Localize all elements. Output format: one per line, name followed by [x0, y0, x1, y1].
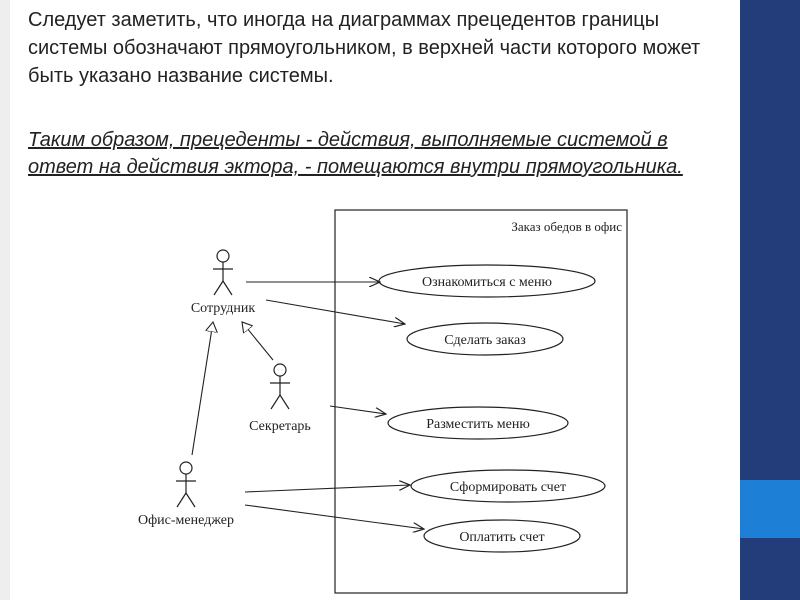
- actor-office-manager-icon: [176, 461, 196, 508]
- italic-paragraph: Таким образом, прецеденты - действия, вы…: [28, 129, 683, 178]
- use-case-post-menu-label: Разместить меню: [426, 417, 530, 432]
- actor-secretary-label: Секретарь: [249, 419, 311, 434]
- actor-secretary-icon: [270, 363, 290, 410]
- association-employee-place-order: [265, 299, 405, 324]
- association-manager-create-bill: [244, 485, 410, 493]
- actor-employee-icon: [213, 249, 233, 296]
- association-manager-pay-bill: [244, 504, 424, 529]
- use-case-diagram: Заказ обедов в офис Сотрудник Секретарь: [138, 209, 628, 594]
- use-case-pay-bill: Оплатить счет: [423, 519, 581, 553]
- actor-employee-label: Сотрудник: [191, 301, 255, 316]
- use-case-create-bill-label: Сформировать счет: [450, 480, 566, 495]
- diagram-image: Заказ обедов в офис Сотрудник Секретарь: [106, 201, 636, 600]
- actor-office-manager-label: Офис-менеджер: [138, 513, 234, 528]
- use-case-create-bill: Сформировать счет: [410, 469, 606, 503]
- generalization-secretary-employee: [242, 322, 274, 361]
- left-margin-strip: [0, 0, 10, 600]
- body-paragraph: Следует заметить, что иногда на диаграмм…: [28, 9, 701, 87]
- use-case-place-order-label: Сделать заказ: [444, 333, 526, 348]
- generalization-manager-employee: [191, 322, 213, 456]
- use-case-view-menu: Ознакомиться с меню: [378, 264, 596, 298]
- use-case-place-order: Сделать заказ: [406, 322, 564, 356]
- sidebar-accent: [740, 480, 800, 538]
- association-secretary-post-menu: [329, 405, 386, 414]
- system-name: Заказ обедов в офис: [511, 219, 622, 234]
- use-case-pay-bill-label: Оплатить счет: [459, 530, 544, 545]
- system-boundary: [334, 209, 628, 594]
- use-case-post-menu: Разместить меню: [387, 406, 569, 440]
- use-case-view-menu-label: Ознакомиться с меню: [422, 275, 552, 290]
